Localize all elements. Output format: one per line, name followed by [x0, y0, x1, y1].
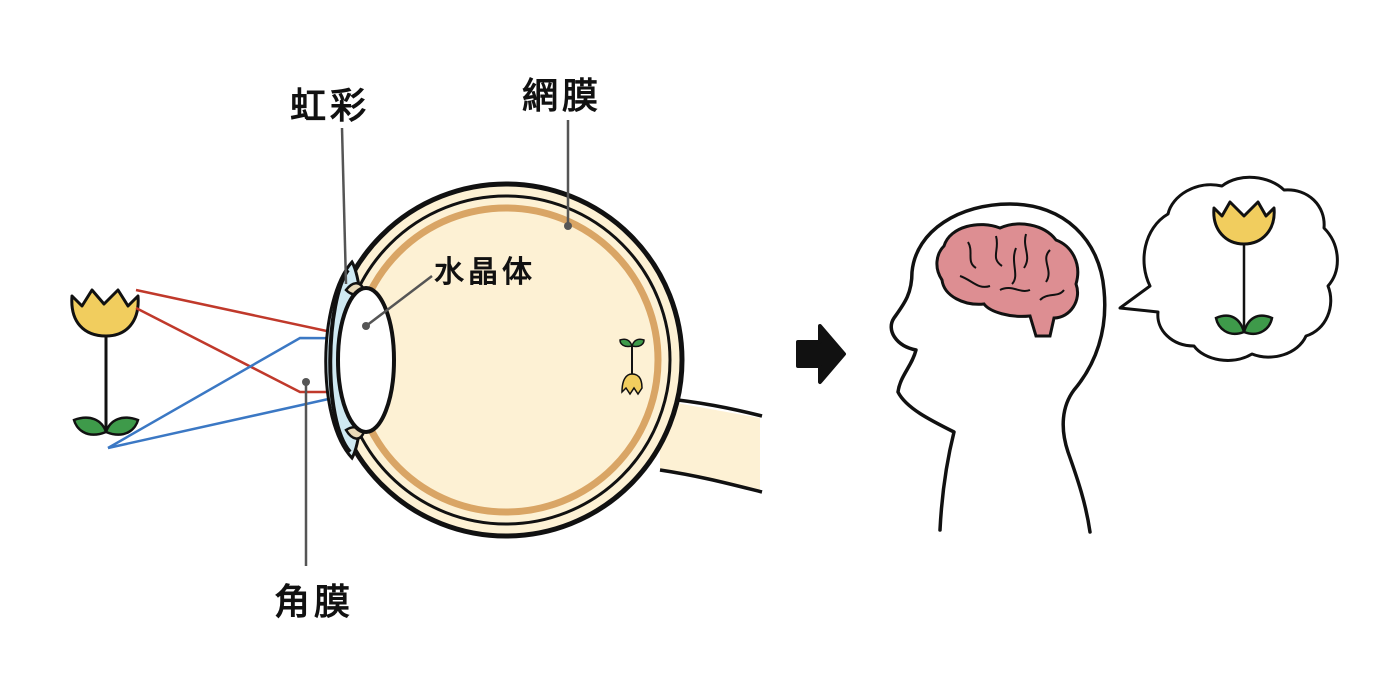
- retina-image: [619, 338, 645, 396]
- iris-label: 虹彩: [290, 86, 370, 127]
- brain-icon: [935, 222, 1080, 338]
- retina-layer: [350, 204, 662, 516]
- optic-nerve: [660, 400, 760, 490]
- lens-leader: [365, 275, 433, 327]
- eyeball: [324, 181, 763, 539]
- thought-bubble: [1118, 175, 1339, 362]
- cornea-label: 角膜: [274, 582, 354, 623]
- lens-label: 水晶体: [434, 255, 536, 290]
- retina-label: 網膜: [522, 76, 602, 117]
- head-silhouette: [889, 202, 1107, 534]
- object-flower: [70, 288, 140, 436]
- lens: [336, 286, 396, 434]
- leader-lines: [302, 120, 572, 566]
- arrow-right-icon: [796, 324, 846, 384]
- iris-leader: [340, 127, 348, 285]
